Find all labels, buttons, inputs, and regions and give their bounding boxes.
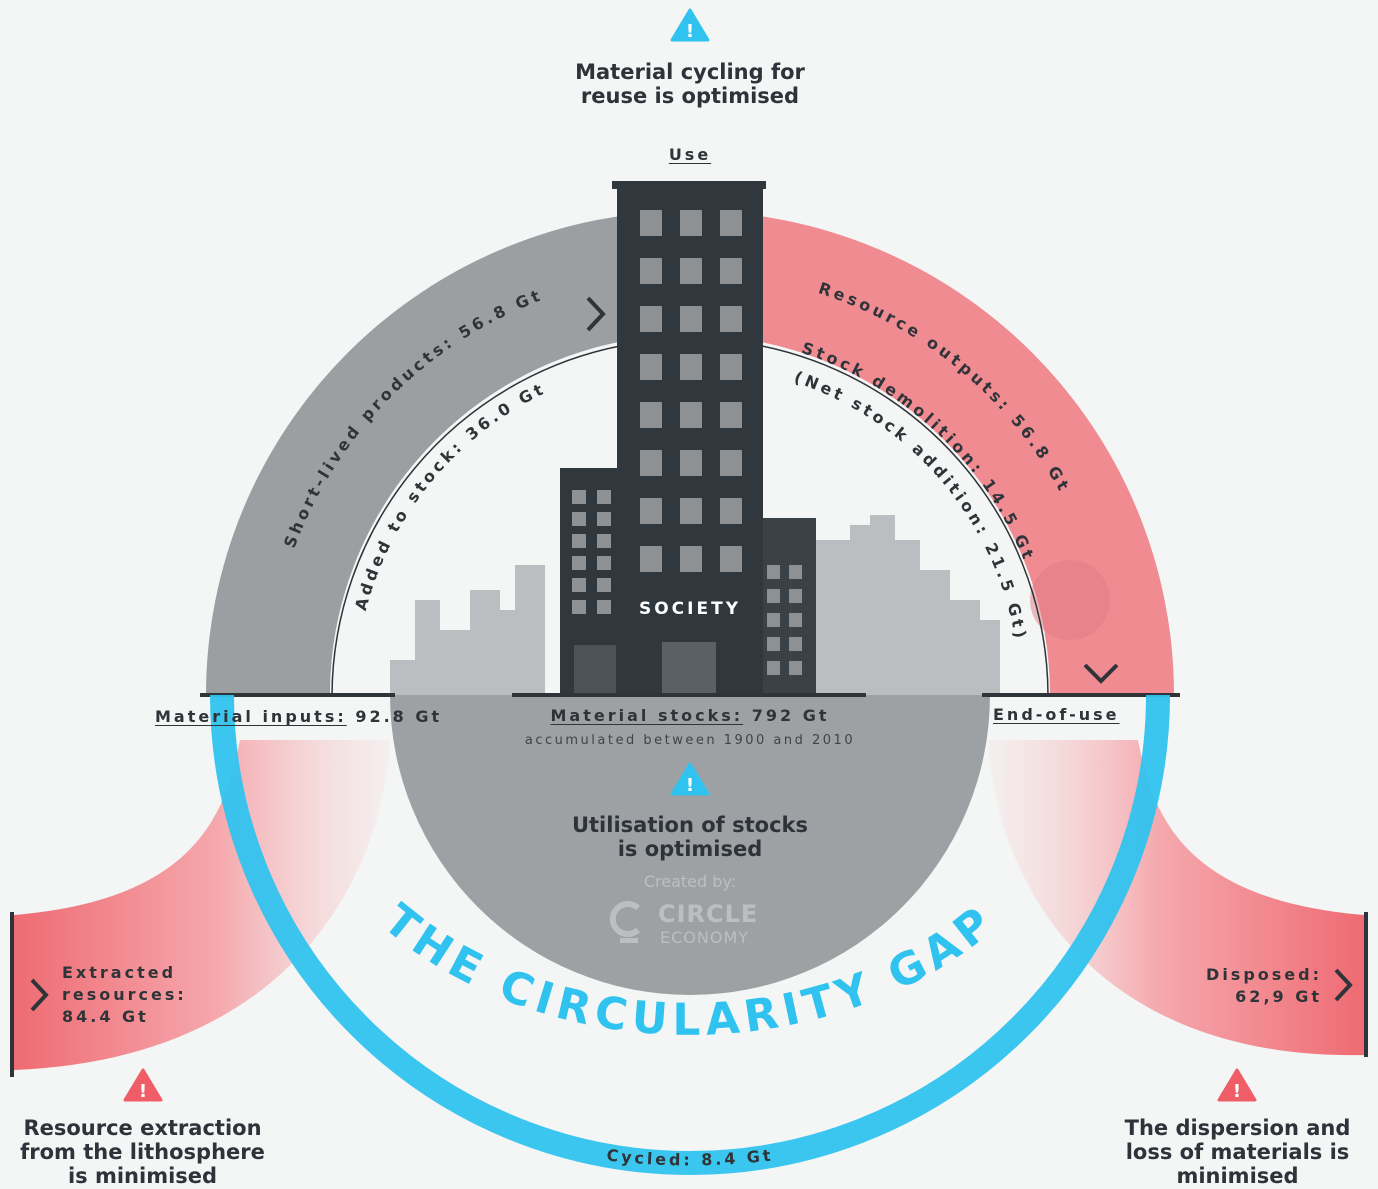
circularity-gap-arc	[210, 694, 1170, 1175]
building-window	[680, 306, 702, 332]
material-inputs: Material inputs: 92.8 Gt	[155, 707, 442, 726]
chevron-right-icon	[586, 296, 606, 332]
building-window	[767, 565, 780, 579]
building-window	[767, 661, 780, 675]
use-stage-label: Use	[668, 145, 712, 164]
material-stocks-label: Material stocks:	[550, 706, 744, 725]
building-window	[572, 534, 586, 548]
building-window	[572, 512, 586, 526]
building-window	[680, 258, 702, 284]
building-window	[720, 354, 742, 380]
short-lived-products-arc	[206, 211, 690, 695]
building-window	[597, 600, 611, 614]
extracted-resources-flow	[14, 740, 390, 1070]
building-window	[640, 498, 662, 524]
material-stocks-note: accumulated between 1900 and 2010	[524, 733, 856, 748]
building-window	[720, 306, 742, 332]
building-window	[720, 546, 742, 572]
extracted-resources-line1: Extracted	[62, 963, 177, 982]
circle-economy-logo: CIRCLE ECONOMY	[608, 898, 788, 948]
building-window	[767, 589, 780, 603]
material-inputs-label: Material inputs:	[155, 707, 347, 726]
extracted-resources-line2: resources:	[62, 985, 187, 1004]
building-window	[720, 450, 742, 476]
disposed-flow	[988, 740, 1364, 1056]
building-window	[680, 546, 702, 572]
chevron-right-icon	[1334, 968, 1353, 1002]
building-window	[789, 589, 802, 603]
building-window	[789, 613, 802, 627]
building-window	[597, 490, 611, 504]
building-window	[640, 450, 662, 476]
skyline-left	[390, 565, 545, 695]
extracted-resources: Extracted resources: 84.4 Gt	[62, 962, 187, 1028]
building-window	[572, 600, 586, 614]
created-by-text: Created by:	[643, 872, 737, 891]
building-window	[572, 578, 586, 592]
building-window	[597, 578, 611, 592]
end-of-use-label: End-of-use	[993, 705, 1120, 724]
building-window	[640, 210, 662, 236]
building-window	[767, 613, 780, 627]
society-building	[560, 181, 816, 695]
building-window	[720, 210, 742, 236]
material-inputs-value: 92.8 Gt	[355, 707, 443, 726]
svg-text:!: !	[139, 1081, 147, 1102]
svg-text:!: !	[686, 21, 694, 42]
goal-material-cycling: Material cycling for reuse is optimised	[575, 60, 805, 108]
svg-text:Cycled: 8.4 Gt: Cycled: 8.4 Gt	[606, 1145, 775, 1169]
building-window	[767, 637, 780, 651]
building-window	[680, 354, 702, 380]
building-window	[597, 534, 611, 548]
svg-text:!: !	[686, 775, 694, 796]
building-window	[680, 498, 702, 524]
goal-utilisation-of-stocks: Utilisation of stocks is optimised	[571, 813, 809, 861]
svg-text:!: !	[1233, 1081, 1241, 1102]
building-window	[720, 258, 742, 284]
disposed-label: Disposed:	[1206, 965, 1322, 984]
chevron-down-icon	[1083, 663, 1119, 684]
society-label: SOCIETY	[639, 599, 741, 619]
building-window	[640, 354, 662, 380]
building-window	[640, 306, 662, 332]
skyline-right	[815, 515, 1000, 695]
building-window	[640, 402, 662, 428]
warning-icon: !	[670, 762, 710, 796]
building-window	[789, 661, 802, 675]
disposed-value: 62,9 Gt	[1235, 987, 1322, 1006]
building-window	[720, 498, 742, 524]
goal-dispersion-loss: The dispersion and loss of materials is …	[1124, 1116, 1351, 1188]
building-window	[572, 490, 586, 504]
building-window	[597, 512, 611, 526]
material-stocks-value: 792 Gt	[751, 706, 830, 725]
building-window	[680, 450, 702, 476]
warning-icon: !	[1217, 1068, 1257, 1102]
goal-resource-extraction: Resource extraction from the lithosphere…	[20, 1116, 265, 1188]
warning-icon: !	[123, 1068, 163, 1102]
warning-icon: !	[670, 8, 710, 42]
tree-silhouette	[1030, 560, 1110, 640]
cycled-label: Cycled: 8.4 Gt	[606, 1145, 772, 1169]
building-window	[789, 637, 802, 651]
circle-economy-logo-icon	[609, 901, 641, 943]
disposed: Disposed: 62,9 Gt	[1160, 964, 1322, 1008]
building-window	[572, 556, 586, 570]
building-window	[597, 556, 611, 570]
material-stocks: Material stocks: 792 Gt	[515, 706, 865, 725]
building-window	[680, 402, 702, 428]
circle-economy-brand-line1: CIRCLE	[658, 900, 759, 928]
building-window	[680, 210, 702, 236]
building-window	[789, 565, 802, 579]
building-window	[640, 546, 662, 572]
extracted-resources-value: 84.4 Gt	[62, 1007, 149, 1026]
building-window	[720, 402, 742, 428]
chevron-right-icon	[30, 978, 49, 1012]
building-window	[640, 258, 662, 284]
circle-economy-brand-line2: ECONOMY	[660, 928, 750, 947]
